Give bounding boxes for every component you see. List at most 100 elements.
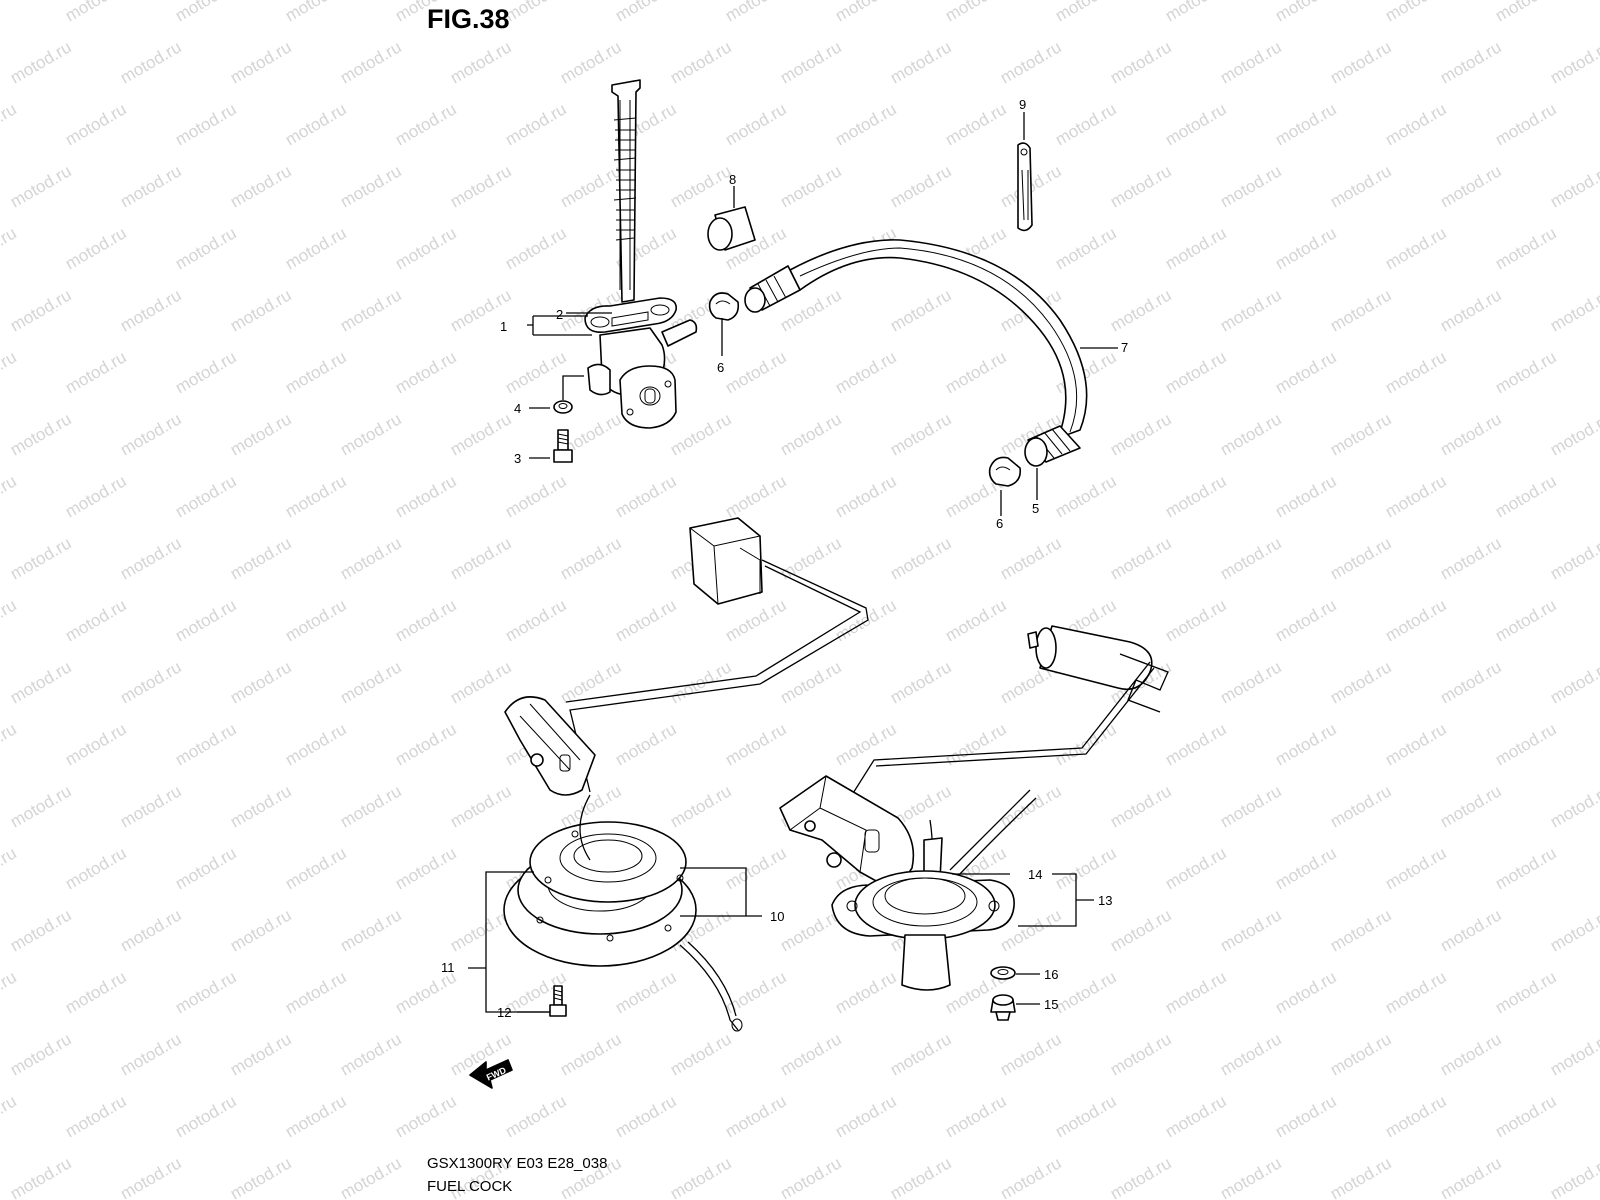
watermark-text: motod.ru <box>172 719 240 769</box>
callout-2: 2 <box>556 307 563 322</box>
figure-caption: FUEL COCK <box>427 1178 513 1195</box>
washer-part-16 <box>990 966 1016 980</box>
bolt-part-12 <box>549 985 567 1017</box>
watermark-text: motod.ru <box>1437 781 1505 831</box>
watermark-text: motod.ru <box>117 781 185 831</box>
watermark-text: motod.ru <box>777 1029 845 1079</box>
clamp-part-6a <box>708 292 740 321</box>
watermark-text: motod.ru <box>1437 533 1505 583</box>
watermark-text: motod.ru <box>7 781 75 831</box>
callout-1: 1 <box>500 319 507 334</box>
watermark-text: motod.ru <box>7 161 75 211</box>
watermark-text: motod.ru <box>722 471 790 521</box>
watermark-text: motod.ru <box>777 161 845 211</box>
watermark-text: motod.ru <box>117 409 185 459</box>
callout-6b: 6 <box>996 516 1003 531</box>
watermark-text: motod.ru <box>117 37 185 87</box>
watermark-text: motod.ru <box>1492 967 1560 1017</box>
watermark-text: motod.ru <box>172 595 240 645</box>
watermark-text: motod.ru <box>1492 223 1560 273</box>
watermark-text: motod.ru <box>832 967 900 1017</box>
fuel-cock-assembly <box>584 79 698 429</box>
watermark-text: motod.ru <box>942 595 1010 645</box>
watermark-text: motod.ru <box>1162 471 1230 521</box>
watermark-text: motod.ru <box>7 285 75 335</box>
watermark-text: motod.ru <box>1217 905 1285 955</box>
watermark-text: motod.ru <box>1547 1153 1600 1200</box>
watermark-text: motod.ru <box>227 161 295 211</box>
watermark-text: motod.ru <box>1052 967 1120 1017</box>
washer-part-4 <box>553 400 573 414</box>
watermark-text: motod.ru <box>337 533 405 583</box>
watermark-text: motod.ru <box>557 1029 625 1079</box>
watermark-text: motod.ru <box>1162 223 1230 273</box>
watermark-text: motod.ru <box>777 657 845 707</box>
watermark-text: motod.ru <box>1217 533 1285 583</box>
watermark-text: motod.ru <box>667 1029 735 1079</box>
leader-lines <box>468 112 1118 1013</box>
callout-11: 11 <box>441 960 455 975</box>
watermark-text: motod.ru <box>1327 285 1395 335</box>
watermark-text: motod.ru <box>1492 347 1560 397</box>
watermark-text: motod.ru <box>172 99 240 149</box>
watermark-text: motod.ru <box>1547 37 1600 87</box>
watermark-text: motod.ru <box>1547 657 1600 707</box>
watermark-text: motod.ru <box>1382 347 1450 397</box>
watermark-text: motod.ru <box>502 471 570 521</box>
watermark-text: motod.ru <box>1382 1091 1450 1141</box>
watermark-text: motod.ru <box>942 99 1010 149</box>
watermark-text: motod.ru <box>1547 905 1600 955</box>
watermark-text: motod.ru <box>0 719 20 769</box>
watermark-text: motod.ru <box>997 533 1065 583</box>
watermark-text: motod.ru <box>1547 533 1600 583</box>
watermark-text: motod.ru <box>1272 719 1340 769</box>
watermark-text: motod.ru <box>1547 1029 1600 1079</box>
watermark-text: motod.ru <box>62 347 130 397</box>
watermark-text: motod.ru <box>337 657 405 707</box>
watermark-text: motod.ru <box>227 657 295 707</box>
watermark-text: motod.ru <box>282 347 350 397</box>
callout-7: 7 <box>1121 340 1128 355</box>
watermark-text: motod.ru <box>1052 471 1120 521</box>
watermark-text: motod.ru <box>667 409 735 459</box>
watermark-text: motod.ru <box>447 781 515 831</box>
watermark-text: motod.ru <box>887 1029 955 1079</box>
watermark-text: motod.ru <box>887 285 955 335</box>
watermark-text: motod.ru <box>832 471 900 521</box>
watermark-text: motod.ru <box>282 1091 350 1141</box>
watermark-text: motod.ru <box>447 409 515 459</box>
callout-15: 15 <box>1044 997 1058 1012</box>
watermark-text: motod.ru <box>1107 409 1175 459</box>
nut-part-15 <box>990 994 1016 1021</box>
clamp-part-6b <box>988 456 1022 487</box>
watermark-text: motod.ru <box>337 781 405 831</box>
watermark-text: motod.ru <box>1547 781 1600 831</box>
watermark-text: motod.ru <box>1217 409 1285 459</box>
watermark-text: motod.ru <box>337 37 405 87</box>
watermark-text: motod.ru <box>337 409 405 459</box>
watermark-text: motod.ru <box>282 595 350 645</box>
watermark-text: motod.ru <box>1217 1029 1285 1079</box>
watermark-text: motod.ru <box>1162 99 1230 149</box>
watermark-text: motod.ru <box>392 471 460 521</box>
watermark-text: motod.ru <box>1492 99 1560 149</box>
watermark-text: motod.ru <box>1437 657 1505 707</box>
watermark-text: motod.ru <box>62 223 130 273</box>
watermark-text: motod.ru <box>777 533 845 583</box>
watermark-text: motod.ru <box>612 1091 680 1141</box>
watermark-text: motod.ru <box>282 0 350 25</box>
watermark-text: motod.ru <box>172 223 240 273</box>
strap-part-9 <box>1017 142 1033 232</box>
watermark-text: motod.ru <box>557 37 625 87</box>
watermark-text: motod.ru <box>1107 37 1175 87</box>
watermark-text: motod.ru <box>1162 0 1230 25</box>
callout-4: 4 <box>514 401 521 416</box>
watermark-text: motod.ru <box>1217 781 1285 831</box>
watermark-text: motod.ru <box>1327 781 1395 831</box>
watermark-text: motod.ru <box>1437 1153 1505 1200</box>
watermark-text: motod.ru <box>1437 905 1505 955</box>
watermark-text: motod.ru <box>392 595 460 645</box>
watermark-text: motod.ru <box>392 99 460 149</box>
